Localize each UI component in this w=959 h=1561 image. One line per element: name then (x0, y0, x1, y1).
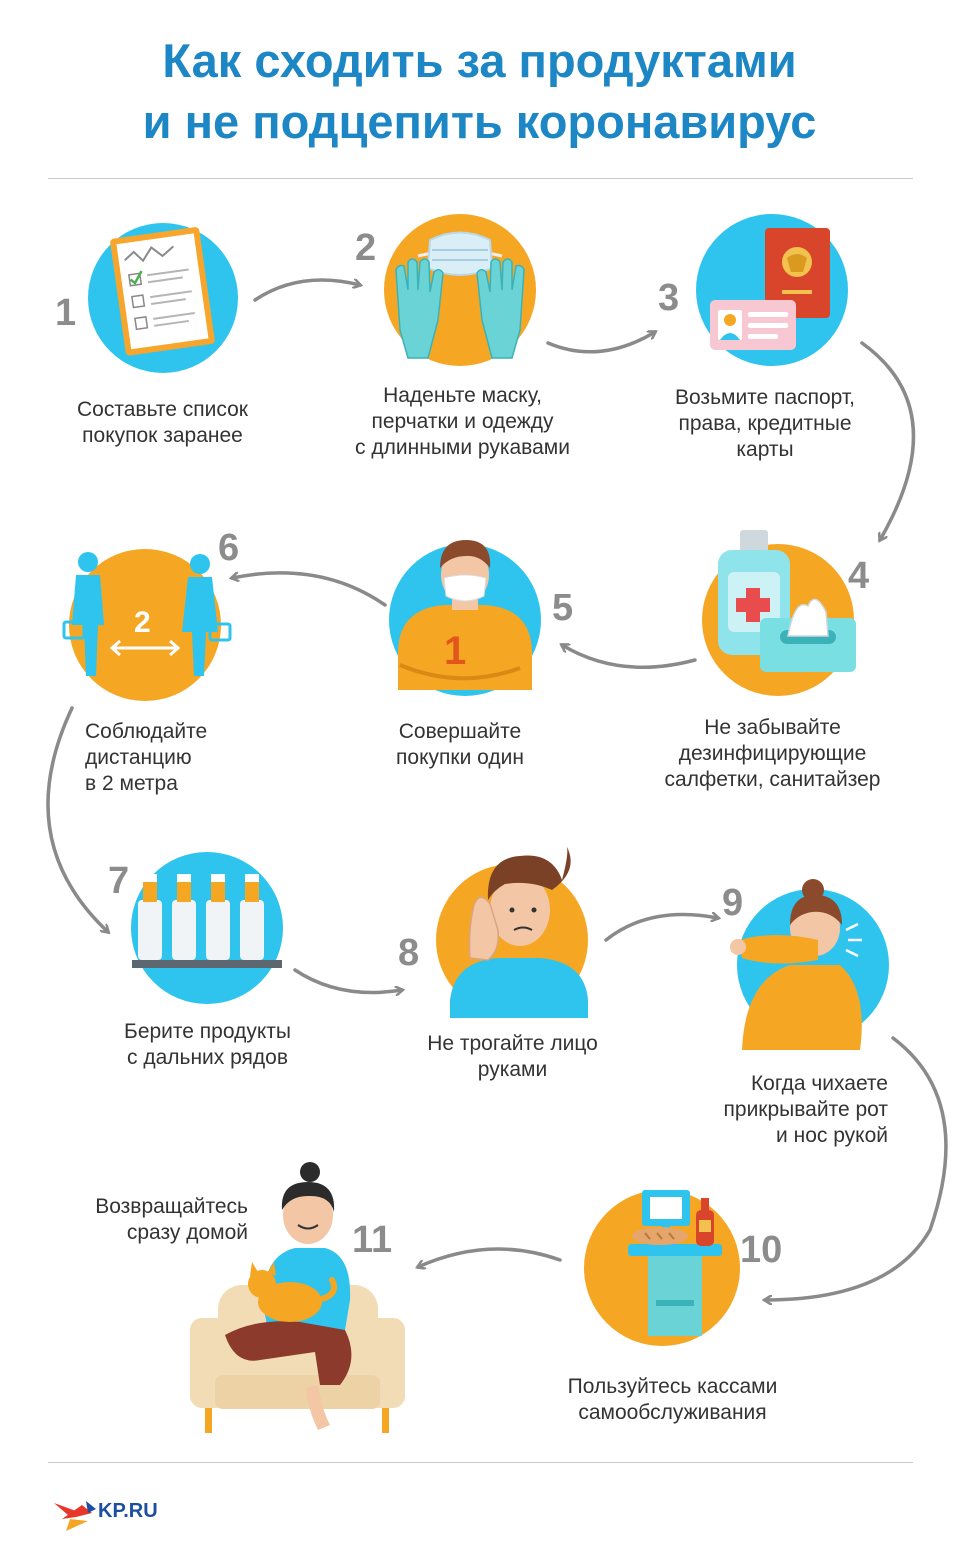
step-9-caption: Когда чихаете прикрывайте рот и нос руко… (723, 1072, 888, 1147)
distance-arrow-icon (109, 639, 181, 657)
mask-icon (417, 231, 503, 276)
step-8-number: 8 (398, 932, 419, 974)
step-2-caption: Наденьте маску, перчатки и одежду с длин… (355, 384, 570, 459)
step-3-illustration: 3 (658, 214, 848, 366)
person-with-mask-icon: 1 (398, 540, 532, 690)
person-touching-face-icon (450, 845, 588, 1018)
gloves-icon (395, 258, 525, 359)
step-4-number: 4 (848, 555, 869, 597)
arrow-3-4 (860, 341, 916, 540)
step-8-illustration: 8 (398, 845, 588, 1018)
arrow-9-10 (765, 1036, 948, 1300)
step-4-illustration: 4 (702, 530, 869, 696)
step-7-illustration: 7 (108, 852, 283, 1004)
step-11-caption: Возвращайтесь сразу домой (95, 1195, 248, 1244)
woman-with-cat-icon (225, 1162, 352, 1430)
kp-logo: KP.RU (54, 1500, 158, 1531)
step-6-illustration: 2 6 (62, 527, 239, 701)
two-people-icon (62, 552, 232, 676)
step-2-illustration: 2 (355, 214, 536, 366)
step-5-illustration: 1 5 (389, 540, 573, 696)
step-8-caption: Не трогайте лицо руками (427, 1032, 598, 1081)
arrow-8-9 (604, 914, 718, 942)
arrow-2-3 (546, 332, 655, 354)
step-1-illustration: 1 (55, 223, 238, 373)
step-3-number: 3 (658, 277, 679, 319)
top-divider (48, 178, 913, 179)
distance-value: 2 (134, 606, 151, 639)
step-5-number: 5 (552, 587, 573, 629)
wipes-box-icon (760, 598, 856, 672)
step-5-caption: Совершайте покупки один (396, 720, 524, 769)
step-6-caption: Соблюдайте дистанцию в 2 метра (85, 720, 208, 795)
self-checkout-icon (628, 1190, 722, 1336)
arrow-5-6 (232, 571, 387, 607)
step-6-circle (69, 549, 221, 701)
title-line-1: Как сходить за продуктами (162, 34, 797, 87)
step-2-number: 2 (355, 227, 376, 269)
step-11-number: 11 (352, 1219, 392, 1261)
flow-arrows (46, 278, 948, 1300)
bottom-divider (48, 1462, 913, 1463)
step-11-illustration: 11 (190, 1162, 405, 1433)
person-sneezing-icon (730, 879, 862, 1050)
step-6-number: 6 (218, 527, 239, 569)
passport-icon (765, 228, 830, 318)
page-title: Как сходить за продуктами и не подцепить… (0, 30, 959, 152)
step-10-number: 10 (740, 1229, 782, 1271)
step-4-caption: Не забывайте дезинфицирующие салфетки, с… (664, 716, 881, 791)
step-9-number: 9 (722, 882, 743, 924)
step-1-caption: Составьте список покупок заранее (77, 398, 248, 447)
step-9-illustration: 9 (722, 879, 889, 1050)
arrow-10-11 (418, 1247, 562, 1267)
arrow-7-8 (293, 968, 402, 993)
step-3-caption: Возьмите паспорт, права, кредитные карты (674, 386, 856, 461)
bird-icon (54, 1501, 96, 1531)
step-7-caption: Берите продукты с дальних рядов (124, 1020, 291, 1069)
shirt-number: 1 (444, 629, 466, 673)
milk-bottles-icon (132, 874, 282, 968)
checklist-icon (110, 227, 215, 356)
step-1-number: 1 (55, 292, 76, 334)
step-10-illustration: 10 (584, 1190, 782, 1346)
step-7-number: 7 (108, 860, 129, 902)
step-10-caption: Пользуйтесь кассами самообслуживания (567, 1375, 778, 1424)
id-card-icon (710, 300, 796, 350)
logo-text: KP.RU (98, 1500, 158, 1522)
arrow-1-2 (253, 278, 360, 302)
title-line-2: и не подцепить коронавирус (142, 95, 817, 148)
arrow-6-7 (46, 706, 108, 932)
arrow-4-5 (562, 645, 697, 669)
